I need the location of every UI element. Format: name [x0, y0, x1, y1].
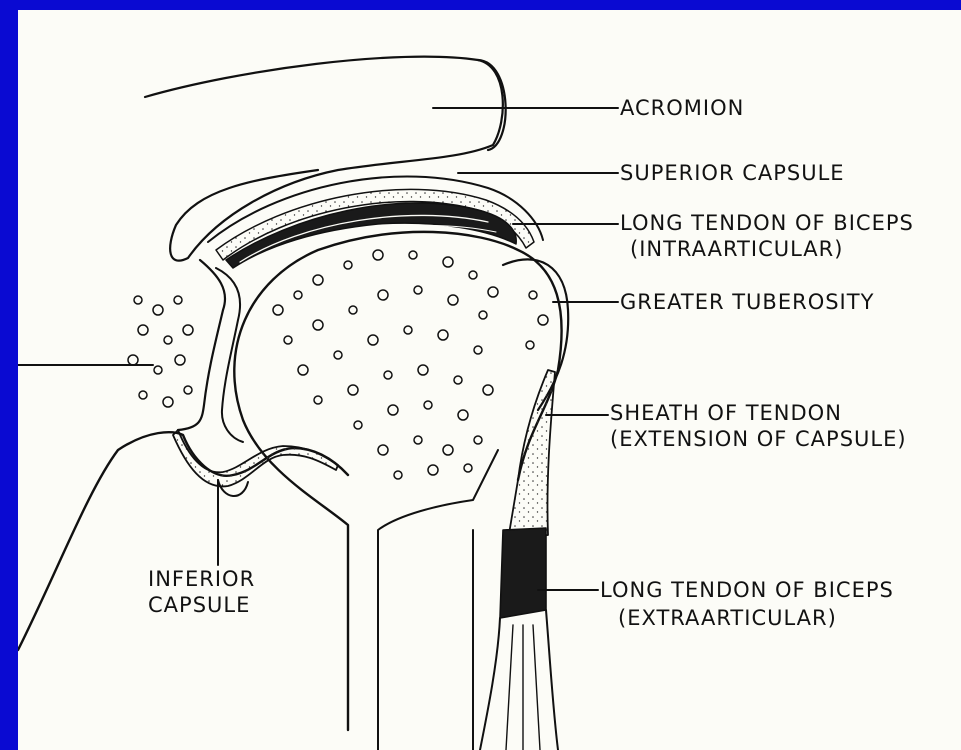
label-acromion: ACROMION — [620, 95, 744, 121]
shoulder-joint-drawing — [18, 10, 961, 750]
bone-texture — [128, 250, 548, 479]
label-long-tendon-extra-line1: LONG TENDON OF BICEPS — [600, 577, 894, 603]
long-tendon-extra — [500, 528, 546, 618]
humeral-shaft-inner — [378, 450, 498, 750]
label-inferior-capsule-line2: CAPSULE — [148, 592, 250, 618]
label-sheath-line2: (EXTENSION OF CAPSULE) — [610, 426, 907, 452]
label-long-tendon-extra-line2: (EXTRAARTICULAR) — [618, 605, 837, 631]
tendon-sheath — [508, 370, 555, 540]
label-long-tendon-intra-line2: (INTRAARTICULAR) — [630, 236, 843, 262]
humeral-head — [234, 232, 561, 730]
label-greater-tuberosity: GREATER TUBEROSITY — [620, 289, 874, 315]
label-superior-capsule: SUPERIOR CAPSULE — [620, 160, 845, 186]
diagram-canvas: ACROMION SUPERIOR CAPSULE LONG TENDON OF… — [18, 10, 961, 750]
label-inferior-capsule-line1: INFERIOR — [148, 566, 255, 592]
greater-tuberosity — [503, 259, 568, 410]
label-long-tendon-intra-line1: LONG TENDON OF BICEPS — [620, 210, 914, 236]
label-sheath-line1: SHEATH OF TENDON — [610, 400, 842, 426]
acromion-outline — [478, 60, 506, 150]
glenoid-labrum — [178, 260, 225, 430]
